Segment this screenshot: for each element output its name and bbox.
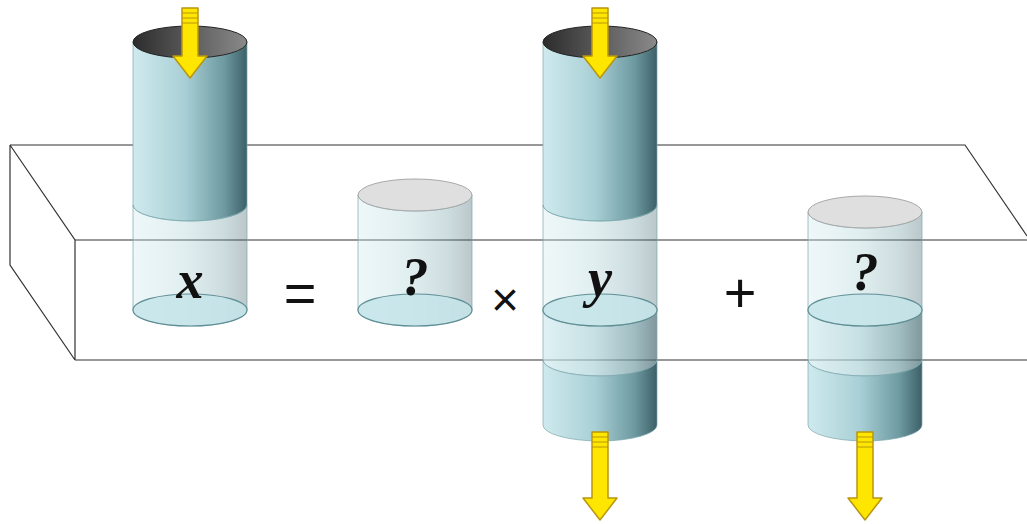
cylinder-shape <box>539 22 661 445</box>
cylinder-node: y <box>539 22 661 445</box>
variable-letter: ? <box>354 250 476 304</box>
cylinder-node: ? <box>354 175 476 330</box>
operator-sign: × <box>491 276 519 324</box>
operator-sign: = <box>284 265 317 321</box>
variable-letter: y <box>539 251 661 305</box>
cylinder-shape <box>804 192 926 445</box>
variable-letter: ? <box>804 245 926 299</box>
variable-letter: x <box>129 253 251 307</box>
cylinder-node: ? <box>804 192 926 445</box>
operator-sign: + <box>724 265 757 321</box>
